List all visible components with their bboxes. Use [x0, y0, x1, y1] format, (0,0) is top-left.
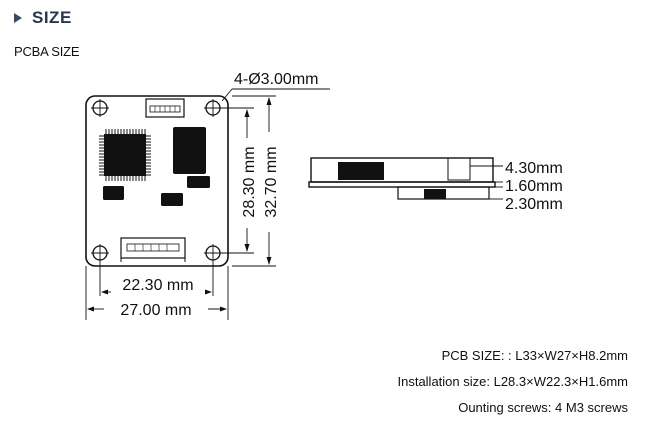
board-outline	[85, 95, 229, 267]
mounting-hole-top-left	[91, 99, 109, 117]
large-ic-chip	[173, 127, 206, 174]
outer-height-label-bg	[262, 132, 276, 232]
installation-size-spec: Installation size: L28.3×W22.3×H1.6mm	[397, 374, 628, 389]
hole-callout-label: 4-Ø3.00mm	[234, 71, 318, 88]
section-header: SIZE	[14, 8, 72, 28]
inner-height-label-bg	[240, 138, 254, 228]
side-connector	[447, 157, 471, 181]
horizontal-dimension-arrows	[87, 289, 227, 312]
side-bottom-chip	[424, 189, 446, 199]
mounting-hole-bottom-left	[91, 244, 109, 262]
inner-height-label: 28.30 mm	[241, 146, 258, 217]
pcba-size-subtitle: PCBA SIZE	[14, 44, 80, 59]
triangle-bullet-icon	[14, 13, 22, 23]
mounting-hole-top-right	[204, 99, 222, 117]
qfp-chip	[99, 129, 151, 181]
vertical-dimension-arrows	[244, 97, 272, 265]
side-dimension-lines	[470, 165, 503, 200]
side-bottom-height-label: 2.30mm	[505, 196, 563, 213]
top-connector	[145, 98, 185, 118]
board-top-view	[85, 95, 229, 267]
section-title: SIZE	[32, 8, 72, 27]
side-pcb-board	[308, 181, 496, 188]
side-top-height-label: 4.30mm	[505, 160, 563, 177]
mounting-screws-spec: Ounting screws: 4 M3 screws	[458, 400, 628, 415]
hole-callout-leader	[221, 88, 330, 102]
pcb-size-spec: PCB SIZE: : L33×W27×H8.2mm	[441, 348, 628, 363]
small-ic-chip-left	[103, 186, 124, 200]
side-board-height-label: 1.60mm	[505, 178, 563, 195]
small-ic-chip-center	[161, 193, 183, 206]
mounting-hole-bottom-right	[204, 244, 222, 262]
inner-width-label: 22.30 mm	[122, 277, 193, 294]
small-ic-chip-right	[187, 176, 210, 188]
side-top-chip	[338, 162, 384, 180]
bottom-connector	[120, 237, 186, 262]
outer-width-label: 27.00 mm	[120, 302, 191, 319]
outer-height-label: 32.70 mm	[263, 146, 280, 217]
board-side-view	[308, 157, 496, 200]
